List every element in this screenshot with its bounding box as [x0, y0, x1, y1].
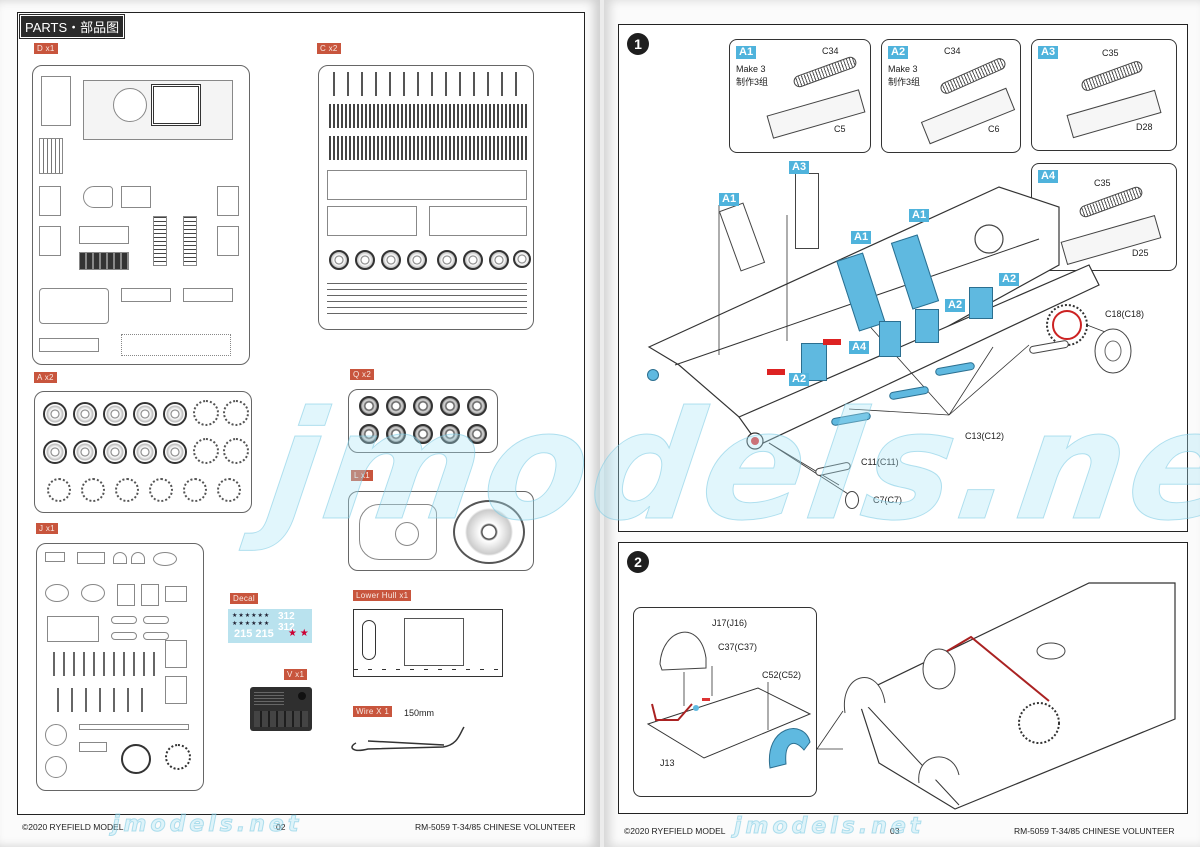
- subassembly-a2: A2 Make 3 制作3组 C34 C6: [881, 39, 1021, 153]
- label-c7: C7(C7): [873, 495, 903, 505]
- decal-stars: ★★★★★★: [232, 613, 271, 619]
- footer-product-right: RM-5059 T-34/85 CHINESE VOLUNTEER: [1014, 826, 1175, 836]
- step-2-detail-inset: J17(J16) C37(C37) C52(C52) J13: [633, 607, 817, 797]
- sprue-a: [34, 391, 252, 513]
- parts-section-title: PARTS・部品图: [18, 14, 126, 39]
- callout-a2-1: A2: [789, 373, 810, 386]
- red-mount-mark-2: [823, 339, 841, 345]
- subassembly-a2-spring-label: C34: [944, 46, 961, 56]
- lower-hull-part: [353, 609, 503, 677]
- sprue-d: [32, 65, 250, 365]
- hull-rear-illustration: [816, 582, 1176, 810]
- shock-absorber-a2-mounted-3: [969, 287, 993, 319]
- sprue-tag-d: D x1: [34, 43, 58, 54]
- subassembly-a4-spring-label: C35: [1094, 178, 1111, 188]
- subassembly-a2-note: Make 3: [888, 64, 918, 74]
- sprue-tag-q: Q x2: [350, 369, 375, 380]
- sprue-j: [36, 543, 204, 791]
- callout-a3-loose: A3: [789, 161, 810, 174]
- wire-illustration: [351, 726, 465, 752]
- footer-page-number-right: 03: [890, 826, 900, 836]
- sprue-l: [348, 491, 534, 571]
- subassembly-a1-tag: A1: [736, 46, 757, 59]
- subassembly-a1: A1 Make 3 制作3组 C34 C5: [729, 39, 871, 153]
- subassembly-a4-base-label: D25: [1132, 248, 1149, 258]
- subassembly-a4-tag: A4: [1038, 170, 1059, 183]
- sprue-tag-a: A x2: [34, 372, 57, 383]
- shock-absorber-a3-loose: [795, 173, 819, 249]
- callout-a1-loose: A1: [719, 193, 740, 206]
- callout-a1-mounted-1: A1: [851, 231, 872, 244]
- watermark-small-left: jmodels.net: [111, 812, 303, 838]
- subassembly-a2-note-zh: 制作3组: [888, 77, 921, 87]
- callout-a1-mounted-2: A1: [909, 209, 930, 222]
- label-c18: C18(C18): [1105, 309, 1145, 319]
- footer-copyright-left: ©2020 RYEFIELD MODEL: [22, 822, 124, 832]
- label-j13: J13: [660, 758, 675, 768]
- footer-page-number-left: 02: [276, 822, 286, 832]
- subassembly-a1-base-label: C5: [834, 124, 846, 134]
- label-c11: C11(C11): [861, 457, 899, 467]
- sprue-c: [318, 65, 534, 330]
- callout-a2-2: A2: [945, 299, 966, 312]
- subassembly-a2-base-label: C6: [988, 124, 1000, 134]
- footer-copyright-right: ©2020 RYEFIELD MODEL: [624, 826, 726, 836]
- label-c13: C13(C12): [965, 431, 1005, 441]
- callout-a2-3: A2: [999, 273, 1020, 286]
- lower-hull-tag: Lower Hull x1: [353, 590, 412, 601]
- label-c37: C37(C37): [718, 642, 758, 652]
- step-1-panel: 1 A1 Make 3 制作3组 C34 C5 A2 Make 3 制作3组 C…: [618, 24, 1188, 532]
- decal-number-312: 312 312: [278, 611, 295, 633]
- wire-tag: Wire X 1: [353, 706, 393, 717]
- decal-tag: Decal: [230, 593, 258, 604]
- label-j17: J17(J16): [712, 618, 748, 628]
- sprue-tag-l: L x1: [351, 470, 374, 481]
- shock-absorber-a2-mounted-1: [801, 343, 827, 381]
- sprue-tag-j: J x1: [36, 523, 58, 534]
- fender-assembly-illustration: [646, 631, 812, 769]
- idler-mount-blue: [647, 369, 659, 381]
- step-2-panel: 2 J17(J16) C37(C37) C52(C52) J13: [618, 542, 1188, 814]
- subassembly-a1-note: Make 3: [736, 64, 766, 74]
- decal-sheet: ★★★★★★ ★★★★★★ 312 312 215 215 ★ ★: [228, 609, 312, 643]
- wire-length: 150mm: [404, 708, 435, 718]
- callout-a4: A4: [849, 341, 870, 354]
- shock-absorber-a4-mounted: [879, 321, 901, 357]
- footer-product-left: RM-5059 T-34/85 CHINESE VOLUNTEER: [415, 822, 576, 832]
- sprue-q: [348, 389, 498, 453]
- subassembly-a2-tag: A2: [888, 46, 909, 59]
- subassembly-a3-spring-label: C35: [1102, 48, 1119, 58]
- sprue-v-part: [250, 687, 312, 731]
- subassembly-a1-note-zh: 制作3组: [736, 77, 769, 87]
- subassembly-a3-tag: A3: [1038, 46, 1059, 59]
- red-mount-mark-1: [767, 369, 785, 375]
- right-page-assembly: 1 A1 Make 3 制作3组 C34 C5 A2 Make 3 制作3组 C…: [604, 0, 1200, 847]
- shock-absorber-a2-mounted-2: [915, 309, 939, 343]
- decal-number-215: 215 215: [234, 628, 274, 640]
- subassembly-a3-base-label: D28: [1136, 122, 1153, 132]
- label-c52: C52(C52): [762, 670, 802, 680]
- idler-axle-c7: [845, 491, 859, 509]
- parts-frame: PARTS・部品图 D x1 C x2: [17, 12, 585, 815]
- sprue-tag-c: C x2: [317, 43, 341, 54]
- step-2-number: 2: [627, 551, 649, 573]
- subassembly-a1-spring-label: C34: [822, 46, 839, 56]
- left-page-parts: PARTS・部品图 D x1 C x2: [0, 0, 600, 847]
- sprue-tag-v: V x1: [284, 669, 308, 680]
- subassembly-a3: A3 C35 D28: [1031, 39, 1177, 151]
- step-1-number: 1: [627, 33, 649, 55]
